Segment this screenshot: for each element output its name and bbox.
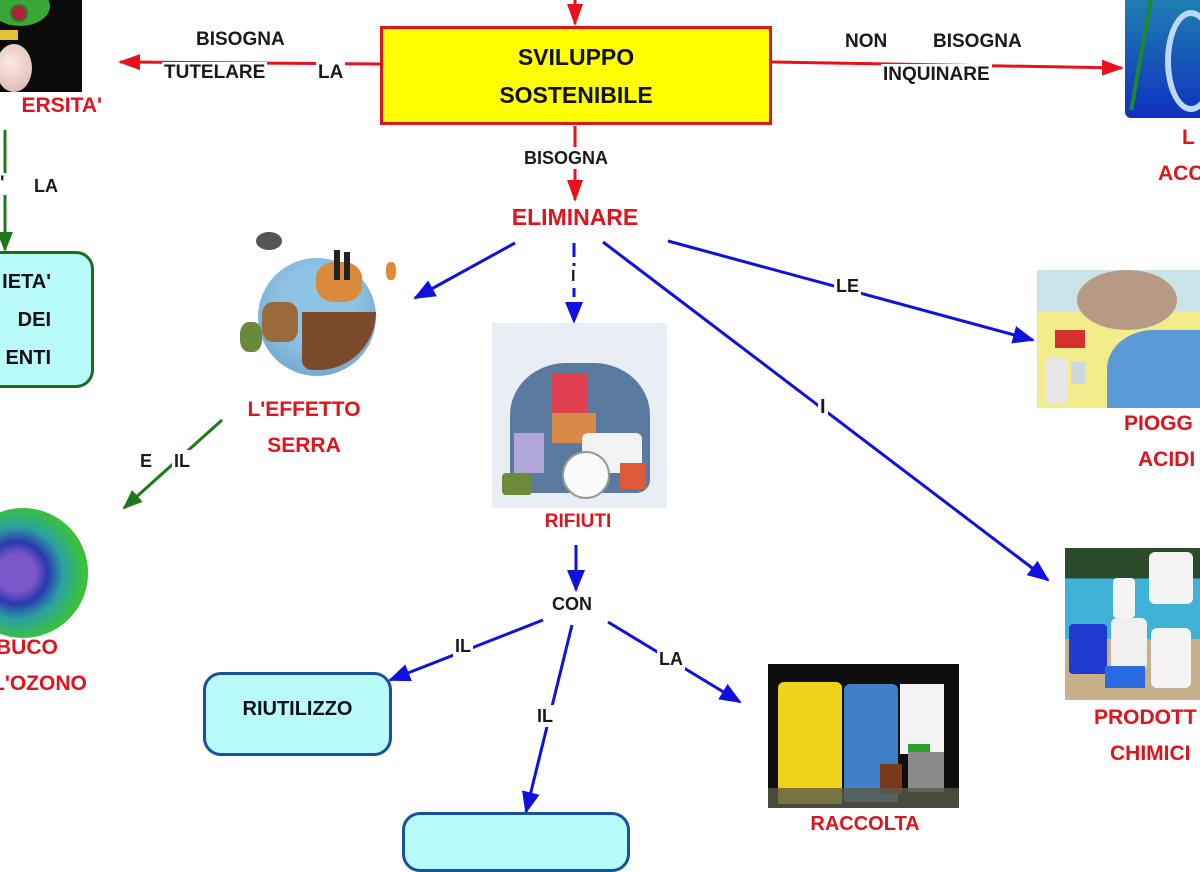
link-elim-to-serra [413, 241, 516, 300]
garbage-image [492, 323, 667, 508]
link-label-i-rifiuti: I [570, 266, 577, 288]
link-label-la-raccolta: LA [657, 648, 685, 670]
concept-prodotti-chimici[interactable]: PRODOTT CHIMICI [1090, 700, 1200, 772]
link-label-il-ozono: IL [172, 450, 192, 472]
link-label-non: NON [843, 31, 890, 53]
concept-acque[interactable]: L ACC [1150, 120, 1200, 192]
frog-image [0, 0, 82, 92]
box-riutilizzo-label: RIUTILIZZO [242, 698, 353, 720]
box-varieta-line3: ENTI [5, 346, 51, 369]
central-node-line1: SVILUPPO [517, 43, 635, 70]
link-label-la-biodiv: LA [32, 175, 60, 197]
link-label-apostrophe: ' [0, 173, 7, 195]
link-label-bisogna-left: BISOGNA [194, 29, 287, 51]
link-label-tutelare: TUTELARE [162, 62, 268, 84]
concept-eliminare[interactable]: ELIMINARE [511, 204, 639, 230]
polluted-earth-image [236, 222, 408, 392]
box-varieta-line1: IETA' [2, 270, 51, 293]
box-varieta-ambienti[interactable]: IETA' DEI ENTI [0, 251, 94, 388]
concept-effetto-serra[interactable]: L'EFFETTO SERRA [236, 392, 372, 464]
concept-piogge-acide[interactable]: PIOGG ACIDI [1110, 406, 1200, 478]
link-label-la-left: LA [316, 62, 346, 84]
concept-buco-ozono-line2: L'OZONO [0, 672, 87, 695]
concept-effetto-serra-line2: SERRA [267, 434, 341, 457]
concept-biodiversita[interactable]: ERSITA' [21, 94, 102, 117]
concept-effetto-serra-line1: L'EFFETTO [247, 398, 361, 421]
concept-acque-line2: ACC [1158, 162, 1200, 185]
concept-piogge-line1: PIOGG [1124, 412, 1193, 435]
concept-buco-ozono[interactable]: BUCO L'OZONO [0, 630, 110, 702]
link-label-il-riutilizzo: IL [453, 635, 473, 657]
link-label-bisogna-right: BISOGNA [931, 31, 1024, 53]
link-label-le: LE [834, 275, 862, 297]
link-label-con: CON [550, 593, 594, 615]
seahorse-image [1125, 0, 1200, 118]
link-label-il-bottom: IL [535, 705, 555, 727]
link-label-i-prodotti: I [818, 396, 828, 418]
link-label-inquinare: INQUINARE [881, 64, 992, 86]
box-bottom-partial[interactable] [402, 812, 630, 872]
link-label-e: E [138, 450, 155, 472]
concept-buco-ozono-line1: BUCO [0, 636, 58, 659]
central-node-sviluppo-sostenibile[interactable]: SVILUPPO SOSTENIBILE [380, 26, 772, 125]
concept-prodotti-line2: CHIMICI [1110, 742, 1191, 765]
central-node-line2: SOSTENIBILE [499, 81, 653, 108]
concept-rifiuti[interactable]: RIFIUTI [544, 511, 612, 532]
box-riutilizzo[interactable]: RIUTILIZZO [203, 672, 392, 756]
box-varieta-line2: DEI [17, 308, 51, 331]
concept-prodotti-line1: PRODOTT [1094, 706, 1197, 729]
concept-piogge-line2: ACIDI [1138, 448, 1196, 471]
acid-rain-image [1037, 270, 1200, 408]
link-label-bisogna-down: BISOGNA [522, 147, 611, 169]
concept-acque-line1: L [1182, 126, 1195, 149]
concept-raccolta[interactable]: RACCOLTA [810, 813, 920, 835]
recycling-bins-image [768, 664, 959, 808]
chemicals-image [1065, 548, 1200, 700]
